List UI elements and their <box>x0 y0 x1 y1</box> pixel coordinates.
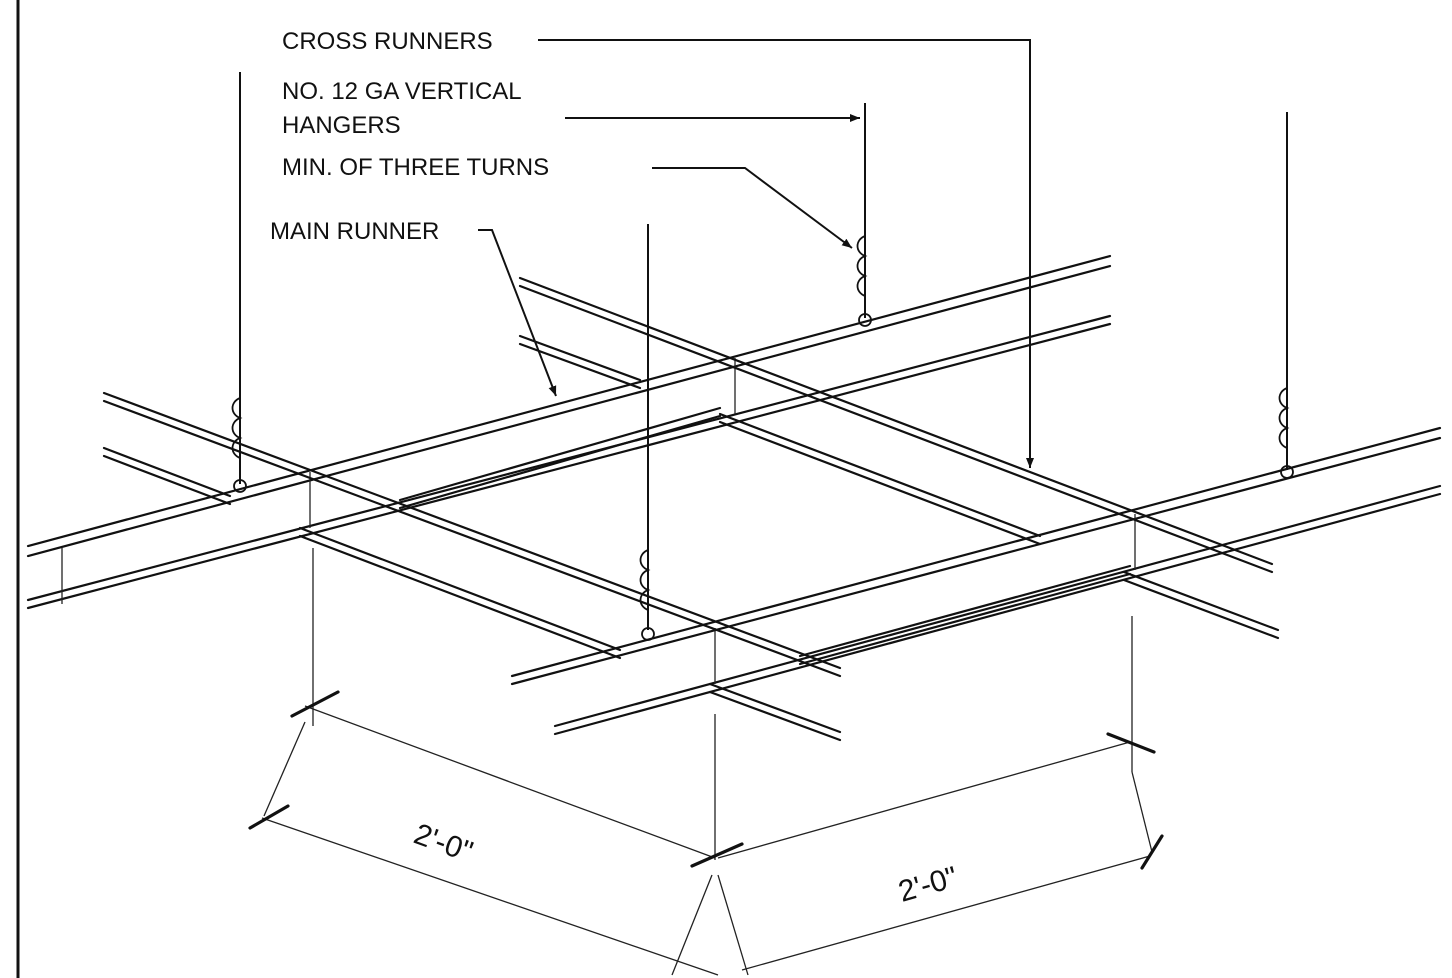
label-cross-runners: CROSS RUNNERS <box>282 28 493 55</box>
main-runner-back <box>510 426 1442 736</box>
hanger-wire-1 <box>231 72 247 493</box>
cross-runner-left <box>102 391 842 742</box>
label-hangers-line1: NO. 12 GA VERTICAL <box>282 78 522 105</box>
label-main-runner: MAIN RUNNER <box>270 218 439 245</box>
leader-cross-runners <box>538 39 1034 468</box>
dimension-extension-lines <box>263 548 1153 976</box>
dimension-label-left: 2'-0" <box>410 818 477 869</box>
label-turns: MIN. OF THREE TURNS <box>282 154 549 181</box>
dimension-right <box>717 732 1164 971</box>
dimension-left <box>248 690 744 976</box>
hanger-wire-4 <box>1278 112 1294 479</box>
label-hangers-line2: HANGERS <box>282 112 401 139</box>
leader-main-runner <box>478 229 557 397</box>
cross-runner-right <box>518 276 1280 640</box>
dimension-label-right: 2'-0" <box>895 861 962 909</box>
leader-turns <box>652 167 853 249</box>
main-runner-front <box>26 254 1112 610</box>
hanger-wire-3 <box>639 224 655 641</box>
hanger-wire-2 <box>856 103 872 327</box>
cross-tee-inner <box>398 406 1132 666</box>
